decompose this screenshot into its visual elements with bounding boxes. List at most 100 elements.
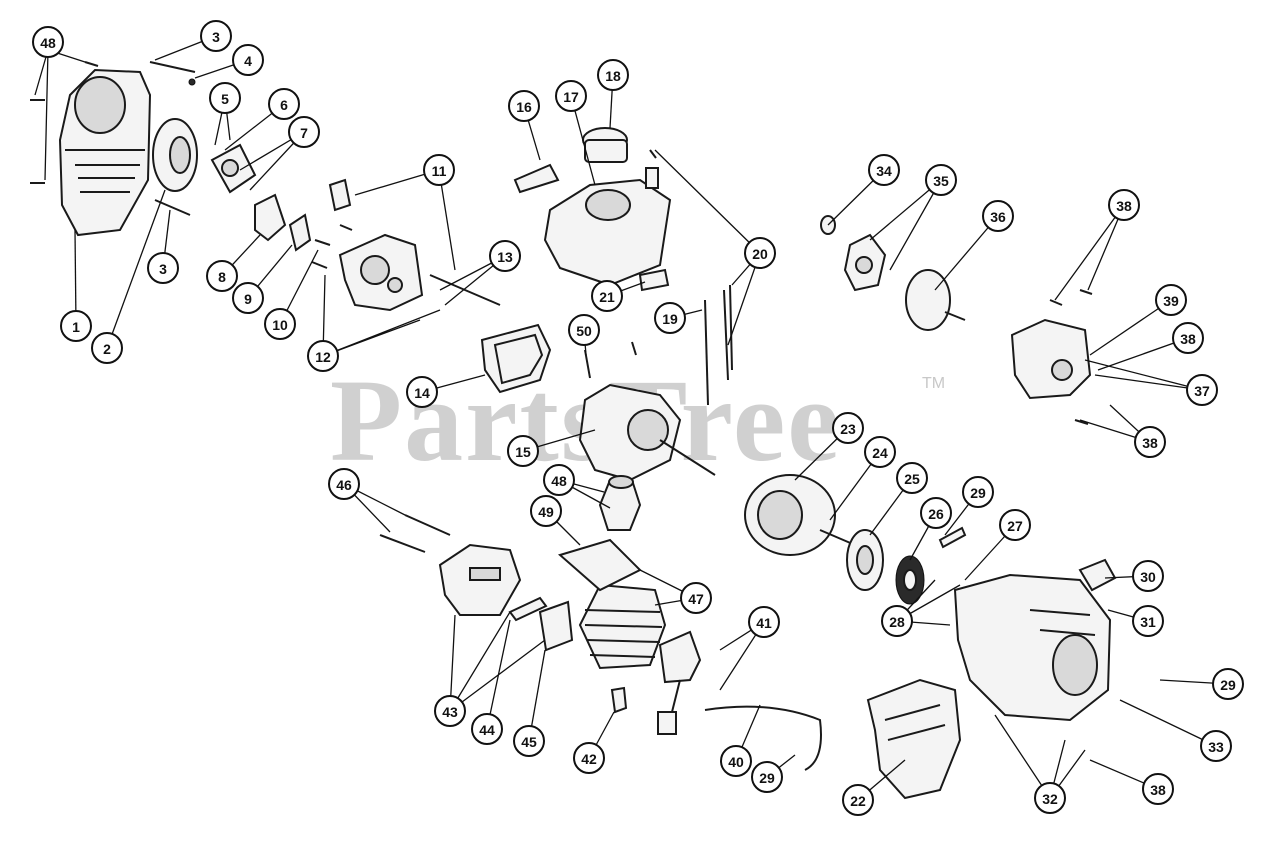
part-gearbox-head [1010,289,1093,425]
callout-c35[interactable]: 35 [925,164,957,196]
callout-label: 45 [521,734,537,750]
callout-c20[interactable]: 20 [744,237,776,269]
callout-label: 48 [40,35,56,51]
callout-c14[interactable]: 14 [406,376,438,408]
callout-label: 11 [432,163,447,179]
callout-label: 47 [688,591,704,607]
callout-c28[interactable]: 28 [881,605,913,637]
callout-c30[interactable]: 30 [1132,560,1164,592]
callout-circle [32,26,64,58]
callout-c7[interactable]: 7 [288,116,320,148]
callout-c25[interactable]: 25 [896,462,928,494]
callout-c26[interactable]: 26 [920,497,952,529]
callout-circle [982,200,1014,232]
callout-c31[interactable]: 31 [1132,605,1164,637]
callout-c50[interactable]: 50 [568,314,600,346]
callout-c23[interactable]: 23 [832,412,864,444]
callout-label: 44 [479,722,495,738]
callout-c10[interactable]: 10 [264,308,296,340]
callout-c37[interactable]: 37 [1186,374,1218,406]
callout-circle [60,310,92,342]
callout-c18[interactable]: 18 [597,59,629,91]
callout-c24[interactable]: 24 [864,436,896,468]
callout-c3b[interactable]: 3 [147,252,179,284]
callout-c32[interactable]: 32 [1034,782,1066,814]
callout-c46[interactable]: 46 [328,468,360,500]
part-crankcase [578,341,716,482]
callout-label: 21 [599,289,615,305]
callout-c4[interactable]: 4 [232,44,264,76]
callout-c39[interactable]: 39 [1155,284,1187,316]
callout-label: 9 [244,291,252,307]
callout-c29b[interactable]: 29 [962,476,994,508]
callout-circle [864,436,896,468]
callout-c38c[interactable]: 38 [1172,322,1204,354]
callout-c41[interactable]: 41 [748,606,780,638]
callout-circle [591,280,623,312]
callout-c11[interactable]: 11 [423,154,455,186]
callout-circle [328,468,360,500]
callout-c40[interactable]: 40 [720,745,752,777]
callout-circle [654,302,686,334]
part-carburetor-plates [210,143,312,252]
callout-label: 29 [970,485,986,501]
callout-c34[interactable]: 34 [868,154,900,186]
callout-c6[interactable]: 6 [268,88,300,120]
callout-label: 13 [497,249,513,265]
callout-circle [962,476,994,508]
callout-c3a[interactable]: 3 [200,20,232,52]
callout-circle [530,495,562,527]
part-muffler [379,514,574,652]
callout-label: 12 [315,349,331,365]
callout-c47[interactable]: 47 [680,582,712,614]
callout-label: 2 [103,341,111,357]
callout-c45[interactable]: 45 [513,725,545,757]
callout-c27[interactable]: 27 [999,509,1031,541]
callout-c38d[interactable]: 38 [1134,426,1166,458]
watermark-trademark: TM [922,375,945,392]
callout-label: 19 [662,311,678,327]
callout-c19[interactable]: 19 [654,302,686,334]
callout-c13[interactable]: 13 [489,240,521,272]
callout-c33[interactable]: 33 [1200,730,1232,762]
part-air-filter-cover [58,68,152,237]
callout-c8[interactable]: 8 [206,260,238,292]
callout-c38b[interactable]: 38 [1108,189,1140,221]
callout-circle [307,340,339,372]
callout-c15[interactable]: 15 [507,435,539,467]
callout-circle [1034,782,1066,814]
callout-c1[interactable]: 1 [60,310,92,342]
callout-c9[interactable]: 9 [232,282,264,314]
callout-circle [206,260,238,292]
callout-c12[interactable]: 12 [307,340,339,372]
callout-c36[interactable]: 36 [982,200,1014,232]
part-ignition-coil [610,630,822,771]
callout-circle [555,80,587,112]
callout-c48a[interactable]: 48 [32,26,64,58]
callout-c21[interactable]: 21 [591,280,623,312]
callout-circle [1132,605,1164,637]
callout-circle [406,376,438,408]
callout-c29c[interactable]: 29 [1212,668,1244,700]
callout-circle [748,606,780,638]
callout-c43[interactable]: 43 [434,695,466,727]
callout-label: 3 [212,29,220,45]
callout-c2[interactable]: 2 [91,332,123,364]
callout-c16[interactable]: 16 [508,90,540,122]
callout-c42[interactable]: 42 [573,742,605,774]
callout-c5[interactable]: 5 [209,82,241,114]
callout-c49[interactable]: 49 [530,495,562,527]
part-carburetor-body [311,178,501,312]
callout-circle [1108,189,1140,221]
callout-circle [1132,560,1164,592]
callout-c29a[interactable]: 29 [751,761,783,793]
callout-c38a[interactable]: 38 [1142,773,1174,805]
callout-c44[interactable]: 44 [471,713,503,745]
callout-label: 50 [576,323,592,339]
callout-label: 20 [752,246,768,262]
callout-label: 7 [300,125,308,141]
callout-c22[interactable]: 22 [842,784,874,816]
callout-circle [200,20,232,52]
callout-c48b[interactable]: 48 [543,464,575,496]
callout-c17[interactable]: 17 [555,80,587,112]
